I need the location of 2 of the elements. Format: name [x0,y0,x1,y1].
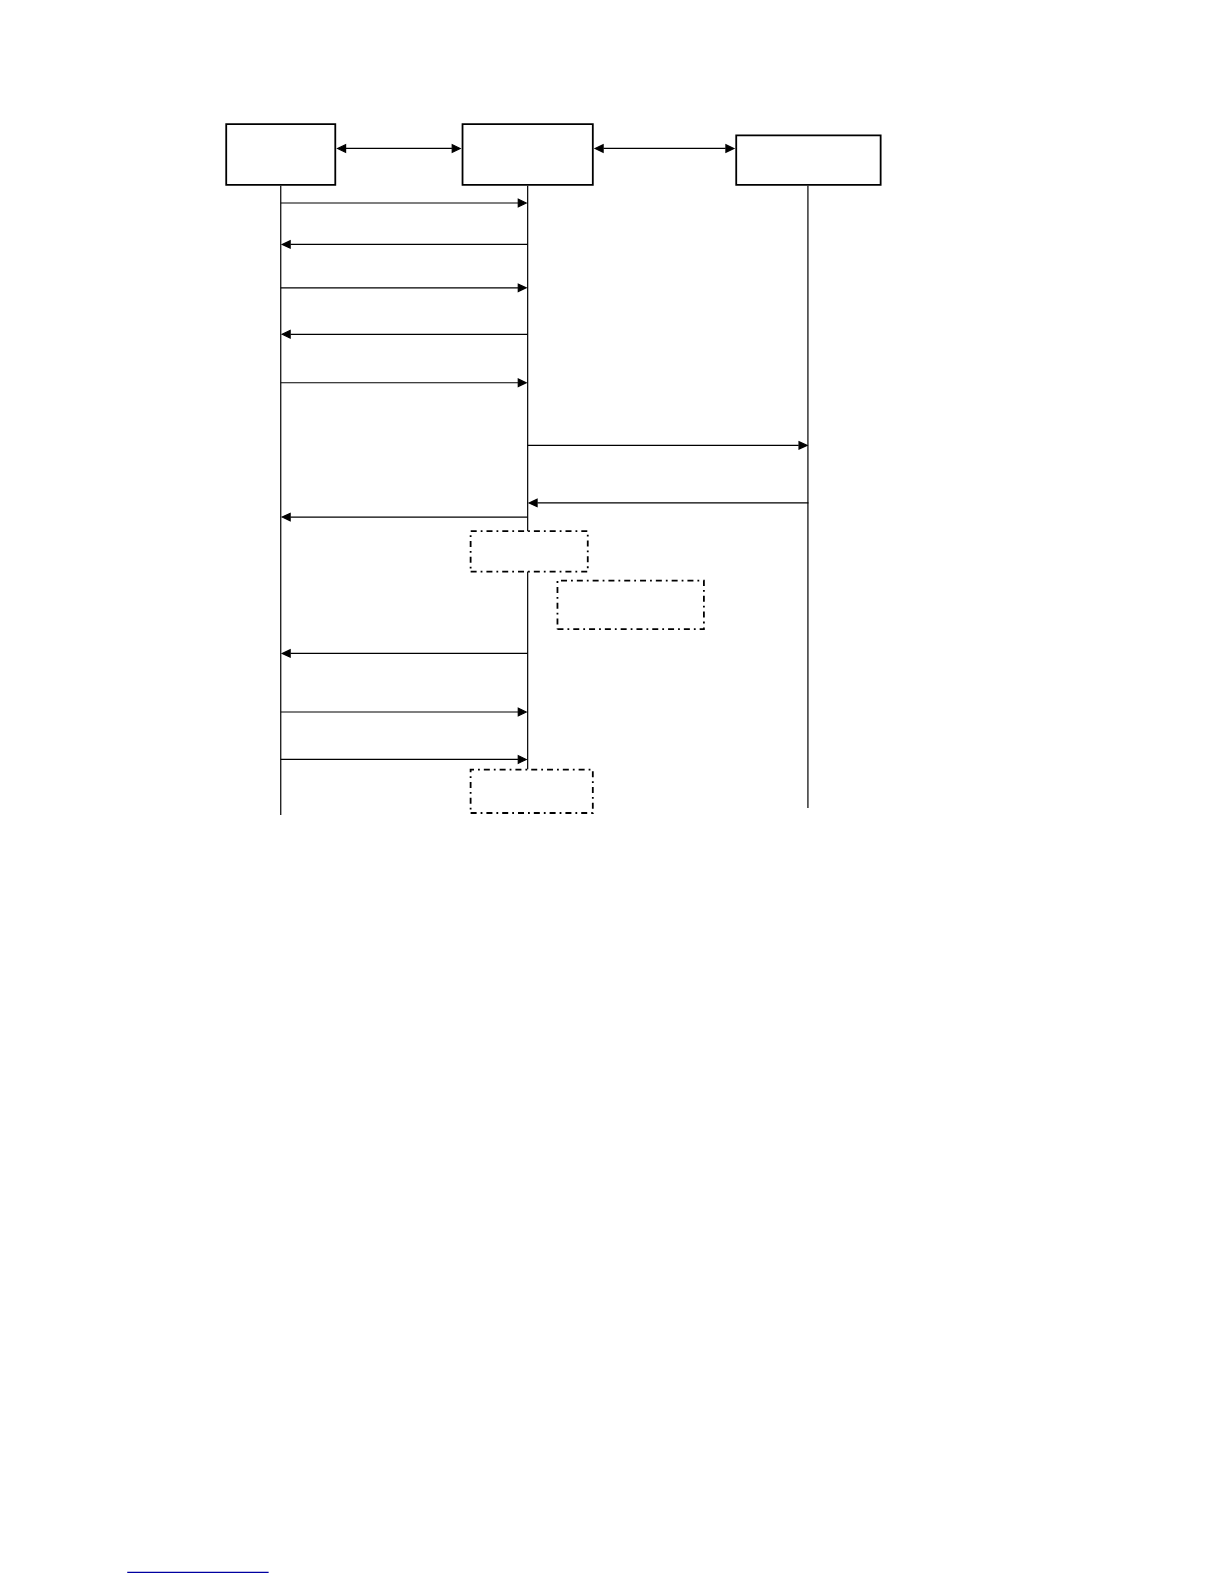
note-box [556,579,705,631]
note-box [469,768,594,814]
